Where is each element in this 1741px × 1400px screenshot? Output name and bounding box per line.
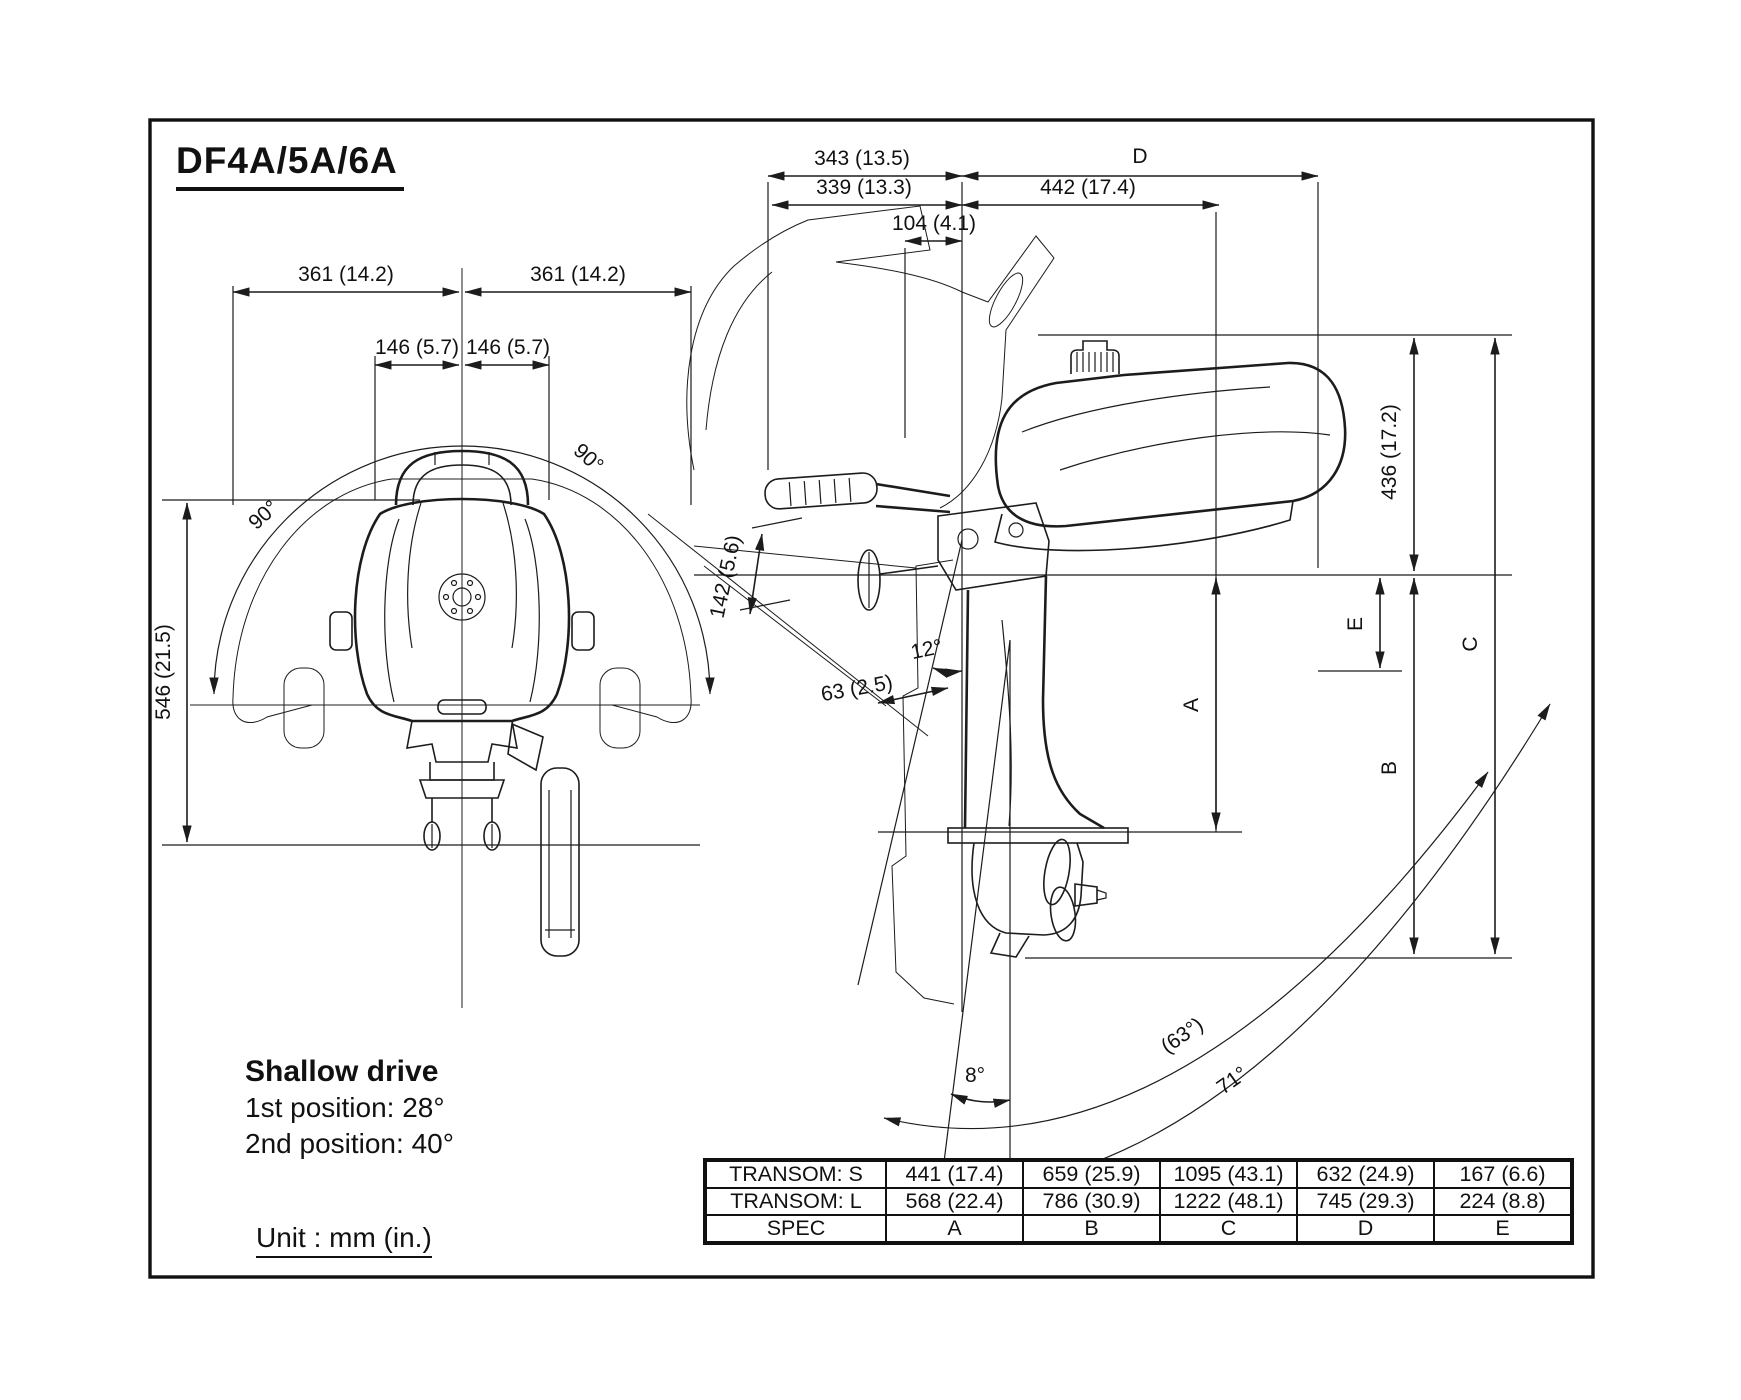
side-view: 343 (13.5) D 339 (13.3) 442 (17.4) 104 (… xyxy=(647,145,1551,1192)
dim-361-left: 361 (14.2) xyxy=(298,263,394,286)
boat-transom-phantom xyxy=(647,513,955,1005)
table-cell: 632 (24.9) xyxy=(1297,1161,1434,1188)
table-row-label: TRANSOM: S xyxy=(706,1161,886,1188)
shallow-drive-pos1: 1st position: 28° xyxy=(245,1092,445,1123)
front-view: 361 (14.2) 361 (14.2) 146 (5.7) 146 (5.7… xyxy=(152,263,715,1008)
dim-146-left: 146 (5.7) xyxy=(375,336,459,359)
table-row-label: TRANSOM: L xyxy=(706,1188,886,1215)
dim-B-label: B xyxy=(1378,761,1401,775)
table-cell: 1222 (48.1) xyxy=(1160,1188,1297,1215)
front-swing-envelope xyxy=(232,478,692,749)
angle-12: 12° xyxy=(909,635,945,664)
dim-C-label: C xyxy=(1459,636,1482,651)
front-motor-drawing xyxy=(329,449,595,957)
table-cell: B xyxy=(1023,1215,1160,1242)
page-title: DF4A/5A/6A xyxy=(176,140,404,191)
table-cell: 568 (22.4) xyxy=(886,1188,1023,1215)
unit-note: Unit : mm (in.) xyxy=(256,1222,432,1258)
dim-442: 442 (17.4) xyxy=(1040,176,1136,199)
table-cell: 441 (17.4) xyxy=(886,1161,1023,1188)
dim-146-right: 146 (5.7) xyxy=(466,336,550,359)
dim-343: 343 (13.5) xyxy=(814,147,910,170)
table-cell: 659 (25.9) xyxy=(1023,1161,1160,1188)
dim-142: 142 (5.6) xyxy=(706,533,746,620)
table-cell: 786 (30.9) xyxy=(1023,1188,1160,1215)
tilted-motor-phantom xyxy=(686,205,1055,509)
angle-90-right: 90° xyxy=(569,439,608,477)
dim-339: 339 (13.3) xyxy=(816,176,912,199)
side-motor-drawing xyxy=(764,340,1347,958)
dim-361-right: 361 (14.2) xyxy=(530,263,626,286)
dim-E-label: E xyxy=(1344,617,1367,631)
table-cell: 1095 (43.1) xyxy=(1160,1161,1297,1188)
table-row-label: SPEC xyxy=(706,1215,886,1242)
dim-436: 436 (17.2) xyxy=(1378,404,1401,500)
dim-546-height: 546 (21.5) xyxy=(152,624,175,720)
dim-104: 104 (4.1) xyxy=(892,212,976,235)
angle-63: (63°) xyxy=(1157,1013,1208,1058)
dim-A-label: A xyxy=(1180,698,1203,712)
table-cell: 167 (6.6) xyxy=(1434,1161,1571,1188)
shallow-drive-notes: Shallow drive 1st position: 28° 2nd posi… xyxy=(245,1054,454,1162)
table-cell: 224 (8.8) xyxy=(1434,1188,1571,1215)
spec-table: TRANSOM: S 441 (17.4) 659 (25.9) 1095 (4… xyxy=(703,1158,1574,1245)
table-cell: C xyxy=(1160,1215,1297,1242)
angle-8: 8° xyxy=(965,1064,985,1087)
shallow-drive-pos2: 2nd position: 40° xyxy=(245,1128,454,1159)
table-cell: A xyxy=(886,1215,1023,1242)
shallow-drive-heading: Shallow drive xyxy=(245,1055,439,1088)
dim-D-label: D xyxy=(1132,145,1147,168)
table-cell: 745 (29.3) xyxy=(1297,1188,1434,1215)
table-cell: D xyxy=(1297,1215,1434,1242)
sheet-frame xyxy=(148,118,1595,1279)
table-cell: E xyxy=(1434,1215,1571,1242)
